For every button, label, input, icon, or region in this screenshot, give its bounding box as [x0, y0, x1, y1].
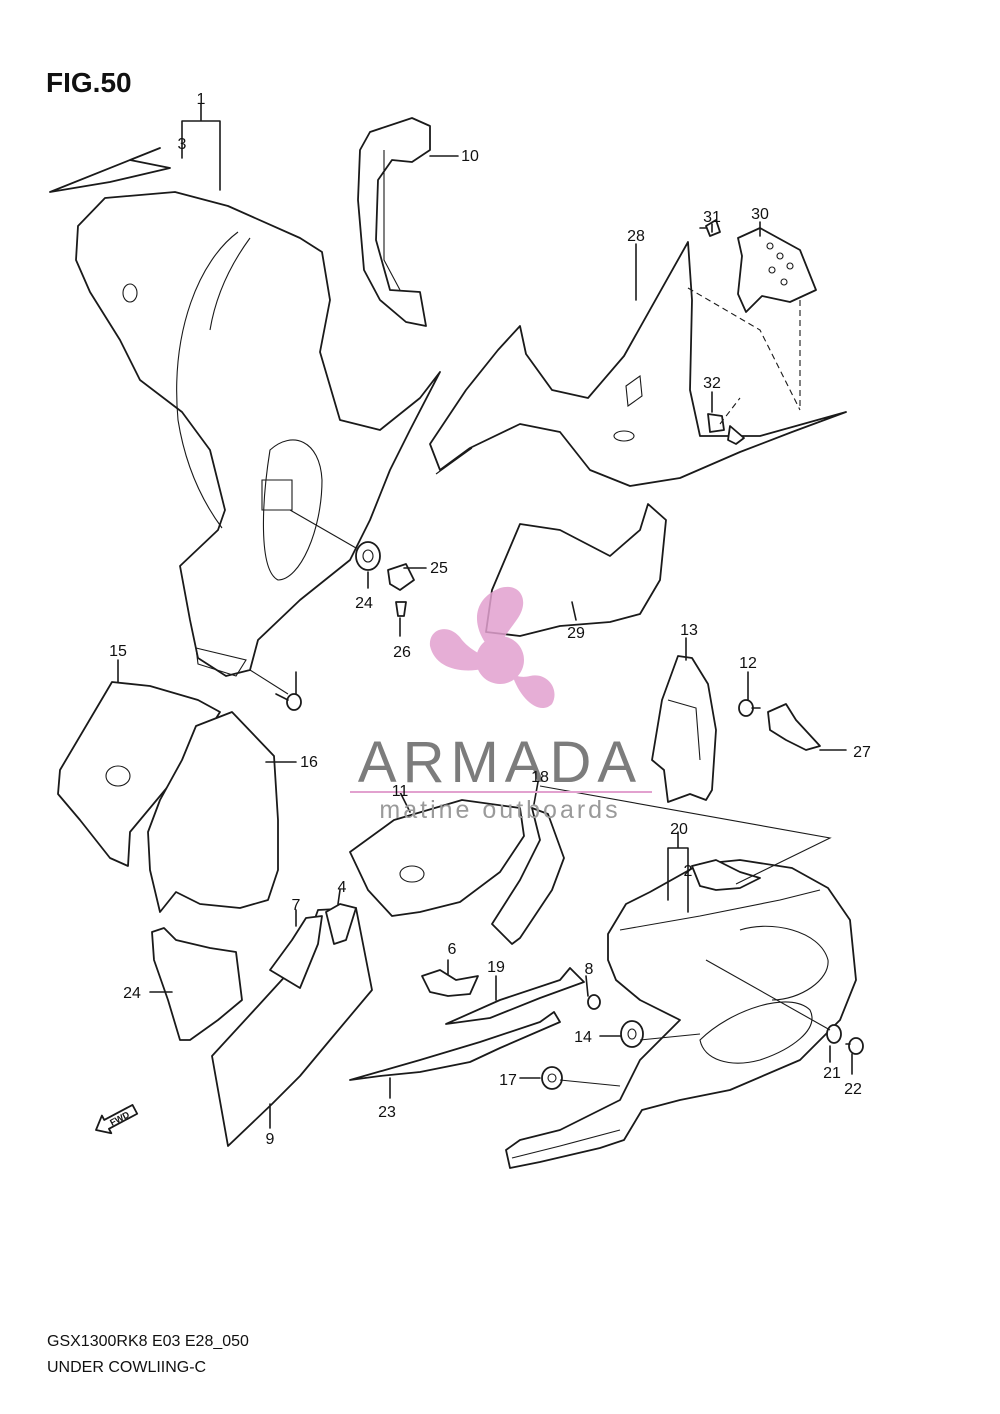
- callout-label: 9: [266, 1131, 275, 1148]
- part-30-bracket-plate: [737, 227, 817, 313]
- part-1-side-cowling: [75, 191, 441, 677]
- part-28-inner-panel: [429, 241, 847, 487]
- callout-label: 31: [703, 209, 721, 226]
- part-2-lower-cowling: [505, 859, 857, 1169]
- watermark-name: ARMADA: [358, 730, 642, 795]
- part-17-panel: [151, 927, 243, 1041]
- callout-label: 24: [355, 595, 373, 612]
- part-13-bracket: [651, 655, 717, 803]
- callout-label: 17: [499, 1072, 517, 1089]
- callout-label: 24: [123, 985, 141, 1002]
- callout-label: 4: [338, 879, 347, 896]
- callout-label: 1: [197, 91, 206, 108]
- callout-label: 21: [823, 1065, 841, 1082]
- part-6-strip: [269, 915, 323, 989]
- part-16-panel: [147, 711, 279, 913]
- part-7-strip: [325, 903, 357, 945]
- callout-label: 25: [430, 560, 448, 577]
- part-12-bolt: [738, 699, 761, 717]
- callout-label: 14: [574, 1029, 592, 1046]
- part-19-clip: [421, 969, 479, 997]
- part-15-panel: [57, 681, 221, 867]
- callout-label: 19: [487, 959, 505, 976]
- part-24-grommet-upper: [355, 541, 381, 571]
- callout-label: 18: [531, 769, 549, 786]
- part-3-trim: [49, 147, 171, 193]
- part-27-screw: [275, 693, 302, 711]
- part-25-clip: [387, 563, 415, 591]
- part-14-screw: [587, 994, 601, 1010]
- part-31-bolt: [699, 219, 721, 237]
- figure-title: FIG.50: [46, 67, 132, 98]
- part-11-bracket: [767, 703, 821, 751]
- footer-section: UNDER COWLIING-C: [47, 1359, 206, 1376]
- armada-logo: [429, 586, 555, 709]
- callout-label: 20: [670, 821, 688, 838]
- part-18-panel: [349, 799, 525, 917]
- callout-label: 13: [680, 622, 698, 639]
- callout-label: 26: [393, 644, 411, 661]
- part-26-screw: [395, 601, 407, 617]
- callout-label: 29: [567, 625, 585, 642]
- callout-label: 12: [739, 655, 757, 672]
- part-22-washer: [826, 1024, 842, 1044]
- callout-label: 30: [751, 206, 769, 223]
- part-20-strip: [491, 807, 565, 945]
- part-24-grommet-lower: [620, 1020, 644, 1048]
- fwd-direction-arrow: FWD: [95, 1104, 139, 1135]
- part-9-strip: [349, 1011, 561, 1081]
- callout-label: 15: [109, 643, 127, 660]
- watermark-tagline: matine outboards: [379, 796, 620, 824]
- callout-label: 27: [853, 744, 871, 761]
- callout-label: 23: [378, 1104, 396, 1121]
- callout-label: 10: [461, 148, 479, 165]
- part-29-cover: [485, 503, 667, 637]
- part-21-grommet: [541, 1066, 563, 1090]
- callout-label: 16: [300, 754, 318, 771]
- callout-label: 6: [448, 941, 457, 958]
- callout-label: 11: [392, 783, 409, 800]
- callout-label: 3: [178, 136, 187, 153]
- part-8-strip: [445, 967, 585, 1025]
- callout-label: 32: [703, 375, 721, 392]
- part-4-inner-piece: [691, 859, 761, 891]
- part-23-bolt: [845, 1037, 864, 1055]
- callout-label: 2: [684, 863, 693, 880]
- footer-model-code: GSX1300RK8 E03 E28_050: [47, 1333, 249, 1350]
- part-32-bolt: [707, 413, 745, 445]
- callout-label: 8: [585, 961, 594, 978]
- part-10-bracket: [357, 117, 431, 327]
- callout-label: 22: [844, 1081, 862, 1098]
- callout-label: 28: [627, 228, 645, 245]
- callout-label: 7: [292, 897, 301, 914]
